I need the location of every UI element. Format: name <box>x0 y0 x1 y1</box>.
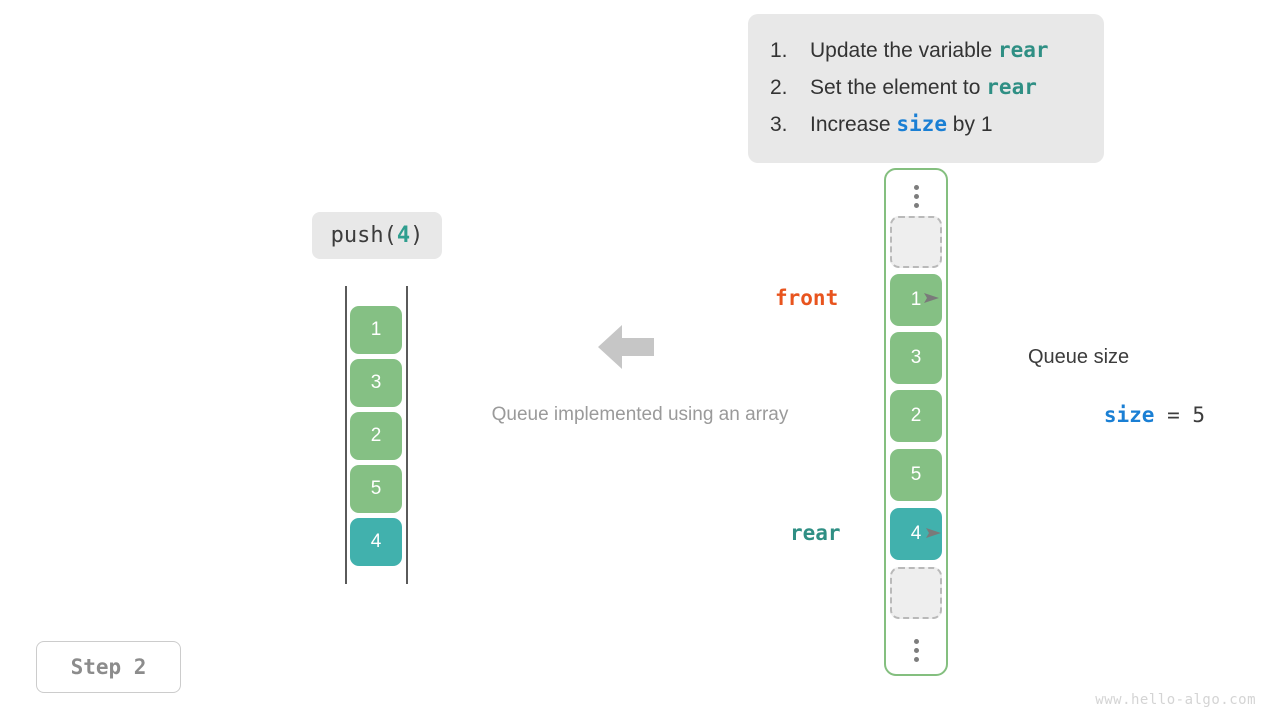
rear-pointer: rear <box>790 521 943 545</box>
array-cell-empty <box>890 567 942 619</box>
instruction-item-3: 3. Increase size by 1 <box>770 106 1082 143</box>
queue-cell: 5 <box>350 465 402 513</box>
arrow-left-icon <box>596 322 656 372</box>
instruction-text: Update the variable <box>810 39 998 62</box>
watermark: www.hello-algo.com <box>1095 692 1256 708</box>
queue-cell: 3 <box>350 359 402 407</box>
array-cell: 1 <box>890 274 942 326</box>
operation-close-paren: ) <box>410 223 424 248</box>
queue-rail-left <box>345 286 347 584</box>
front-pointer: front <box>775 286 941 310</box>
pointer-arrow-icon <box>847 291 941 305</box>
operation-argument: 4 <box>396 223 411 248</box>
instruction-code-rear: rear <box>986 75 1037 99</box>
size-operator: = <box>1154 403 1193 427</box>
instruction-panel: 1. Update the variable rear 2. Set the e… <box>748 14 1104 163</box>
instruction-item-1: 1. Update the variable rear <box>770 32 1082 69</box>
array-container: 1 3 2 5 4 <box>884 168 948 676</box>
operation-name: push( <box>330 223 397 248</box>
instruction-code-rear: rear <box>997 38 1049 62</box>
array-cell: 3 <box>890 332 942 384</box>
instruction-text-post: by 1 <box>946 113 993 136</box>
pointer-arrow-icon <box>850 526 944 540</box>
instruction-text: Increase <box>810 113 897 136</box>
instruction-item-2: 2. Set the element to rear <box>770 69 1082 106</box>
rear-pointer-label: rear <box>790 521 841 545</box>
step-badge: Step 2 <box>36 641 181 693</box>
queue-size-block: Queue size size = 5 <box>1028 343 1205 451</box>
vertical-ellipsis-icon <box>886 178 946 214</box>
array-cell: 5 <box>890 449 942 501</box>
instruction-number: 1. <box>770 39 788 62</box>
instruction-number: 2. <box>770 76 788 99</box>
queue-size-expression: size = 5 <box>1028 379 1205 451</box>
vertical-ellipsis-icon <box>886 632 946 668</box>
array-cell: 2 <box>890 390 942 442</box>
front-pointer-label: front <box>775 286 839 310</box>
queue-rail-right <box>406 286 408 584</box>
queue-size-title: Queue size <box>1028 346 1130 368</box>
instruction-code-size: size <box>896 112 947 136</box>
array-cell-empty <box>890 216 942 268</box>
instruction-text: Set the element to <box>810 76 987 99</box>
size-variable: size <box>1103 403 1155 427</box>
diagram-caption: Queue implemented using an array <box>491 404 789 425</box>
logical-queue: 1 3 2 5 4 <box>344 286 410 584</box>
size-value: 5 <box>1192 403 1206 427</box>
queue-cell: 1 <box>350 306 402 354</box>
instruction-number: 3. <box>770 113 788 136</box>
operation-label: push(4) <box>312 212 442 259</box>
queue-cell: 2 <box>350 412 402 460</box>
queue-cell-new: 4 <box>350 518 402 566</box>
